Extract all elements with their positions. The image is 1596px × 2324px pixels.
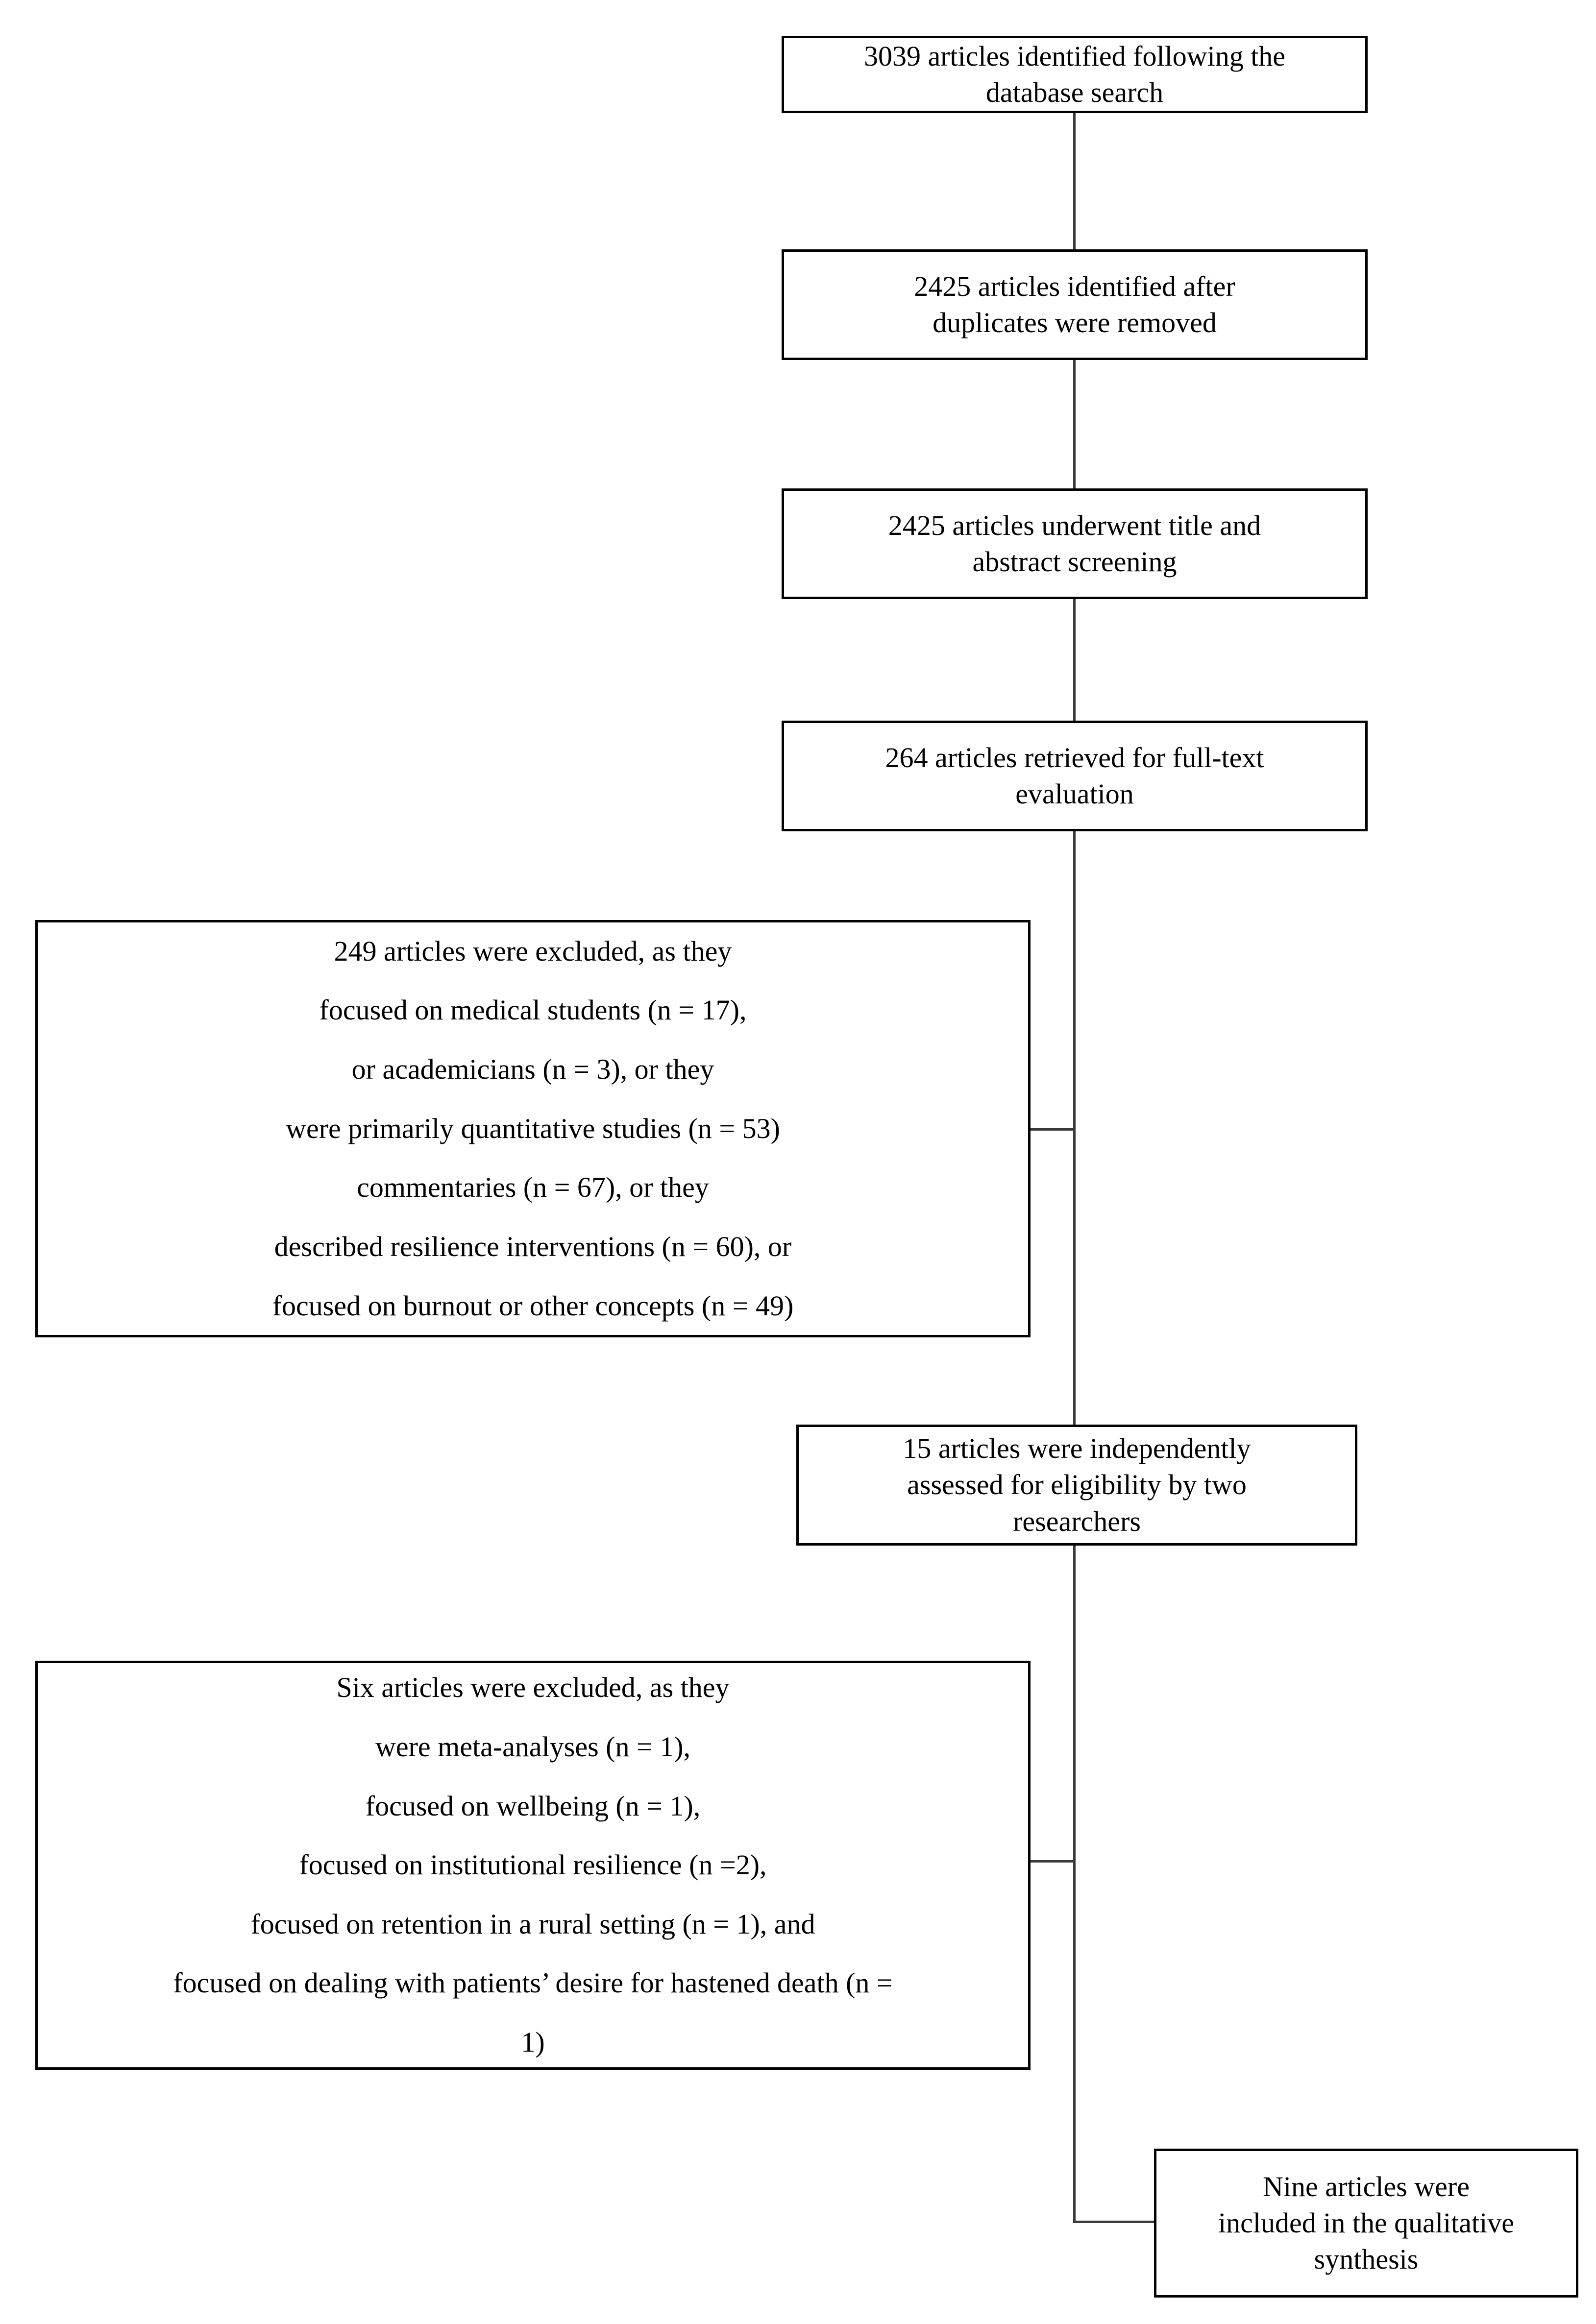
node-full-text-retrieved-line-1: 264 articles retrieved for full-text (885, 741, 1264, 774)
node-eligibility-assessed-line-2: assessed for eligibility by two (907, 1469, 1247, 1501)
node-included-nine: Nine articles were included in the quali… (1154, 2149, 1578, 2298)
node-after-duplicates-line-2: duplicates were removed (933, 307, 1217, 339)
node-identified: 3039 articles identified following the d… (782, 36, 1368, 113)
node-included-nine-line-3: synthesis (1314, 2243, 1419, 2276)
connector-to-excluded-six (1028, 1860, 1075, 1863)
connector-to-excluded-249 (1028, 1128, 1075, 1131)
node-identified-line-1: 3039 articles identified following the (863, 40, 1286, 72)
node-title-abstract-screening-line-2: abstract screening (972, 546, 1177, 578)
connector-duplicates-to-screening (1073, 360, 1076, 488)
node-excluded-six-line-5: focused on retention in a rural setting … (250, 1908, 815, 1940)
node-included-nine-line-2: included in the qualitative (1218, 2206, 1514, 2239)
node-excluded-six-line-6: focused on dealing with patients’ desire… (173, 1967, 893, 1999)
node-full-text-retrieved-line-2: evaluation (1015, 778, 1134, 810)
connector-to-included-nine (1073, 2221, 1156, 2223)
connector-identified-to-duplicates (1073, 113, 1076, 249)
node-excluded-249-line-6: described resilience interventions (n = … (274, 1230, 792, 1262)
node-excluded-six-line-4: focused on institutional resilience (n =… (299, 1849, 767, 1881)
node-after-duplicates: 2425 articles identified after duplicate… (782, 249, 1368, 360)
node-excluded-249-line-3: or academicians (n = 3), or they (351, 1053, 714, 1086)
node-identified-line-2: database search (985, 76, 1164, 108)
node-title-abstract-screening: 2425 articles underwent title and abstra… (782, 488, 1368, 599)
node-excluded-six-line-2: were meta-analyses (n = 1), (375, 1730, 691, 1763)
node-title-abstract-screening-line-1: 2425 articles underwent title and (888, 509, 1261, 541)
node-excluded-six-line-1: Six articles were excluded, as they (336, 1671, 730, 1704)
node-excluded-six-line-3: focused on wellbeing (n = 1), (365, 1790, 701, 1822)
node-excluded-249-line-2: focused on medical students (n = 17), (319, 994, 747, 1026)
node-excluded-six-line-7: 1) (521, 2026, 545, 2058)
node-full-text-retrieved: 264 articles retrieved for full-text eva… (782, 721, 1368, 831)
node-eligibility-assessed-line-1: 15 articles were independently (903, 1432, 1251, 1465)
connector-eligibility-to-included (1073, 1546, 1076, 2223)
node-excluded-six: Six articles were excluded, as they were… (35, 1661, 1031, 2070)
node-excluded-249-line-1: 249 articles were excluded, as they (334, 935, 732, 967)
node-after-duplicates-line-1: 2425 articles identified after (914, 270, 1235, 302)
node-excluded-249: 249 articles were excluded, as they focu… (35, 920, 1031, 1337)
connector-screening-to-fulltext (1073, 599, 1076, 721)
node-included-nine-line-1: Nine articles were (1263, 2170, 1470, 2203)
node-eligibility-assessed: 15 articles were independently assessed … (796, 1425, 1357, 1546)
node-excluded-249-line-7: focused on burnout or other concepts (n … (272, 1289, 794, 1322)
node-eligibility-assessed-line-3: researchers (1013, 1505, 1141, 1537)
node-excluded-249-line-5: commentaries (n = 67), or they (357, 1171, 709, 1204)
node-excluded-249-line-4: were primarily quantitative studies (n =… (286, 1112, 780, 1144)
